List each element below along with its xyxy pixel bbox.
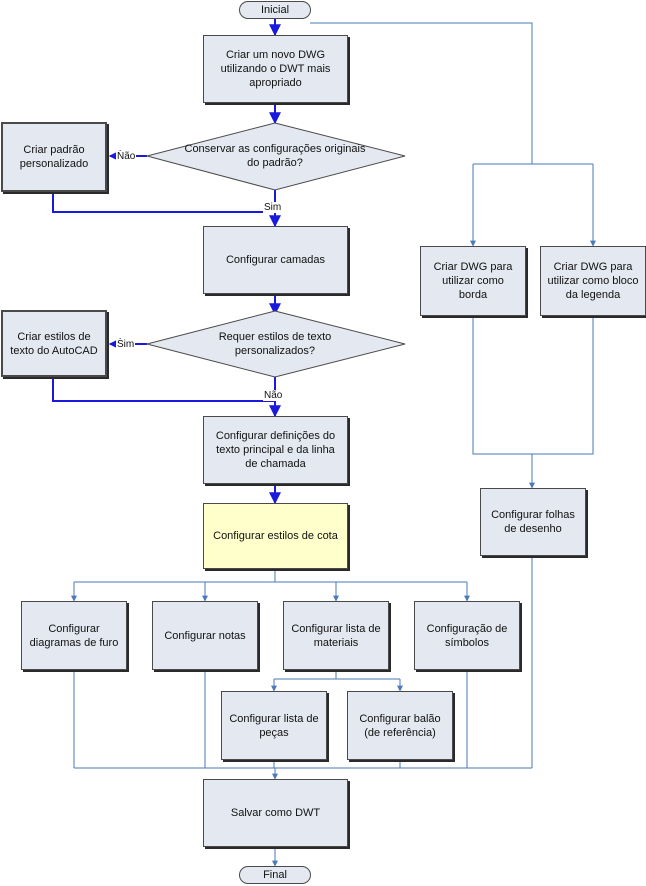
- decision-custom-text-diamond: [146, 310, 406, 378]
- end-terminal-label: Final: [263, 869, 287, 881]
- autocad-text-styles-box: Criar estilos de texto do AutoCAD: [1, 310, 107, 377]
- border-dwg-label: Criar DWG para utilizar como borda: [433, 261, 513, 301]
- edge-label-yes-2: Sim: [116, 339, 136, 350]
- custom-standard-label: Criar padrão personalizado: [19, 144, 89, 170]
- config-layers-box: Configurar camadas: [203, 226, 348, 294]
- title-block-dwg-label: Criar DWG para utilizar como bloco da le…: [547, 261, 639, 301]
- end-terminal: Final: [239, 866, 311, 884]
- autocad-text-styles-label: Criar estilos de texto do AutoCAD: [10, 330, 98, 357]
- drawing-sheets-box: Configurar folhas de desenho: [480, 488, 586, 556]
- notes-label: Configurar notas: [164, 629, 246, 642]
- edge-label-no-1: Não: [116, 151, 137, 162]
- config-layers-label: Configurar camadas: [225, 254, 326, 266]
- parts-list-box: Configurar lista de peças: [221, 691, 327, 760]
- dim-styles-label: Configurar estilos de cota: [213, 530, 338, 542]
- dim-styles-box: Configurar estilos de cota: [203, 503, 348, 569]
- start-terminal: Inicial: [239, 1, 311, 19]
- decision-keep-settings-diamond: [145, 122, 406, 191]
- save-dwt-box: Salvar como DWT: [203, 779, 348, 847]
- bom-box: Configurar lista de materiais: [283, 601, 389, 670]
- title-block-dwg-box: Criar DWG para utilizar como bloco da le…: [540, 246, 646, 316]
- drawing-sheets-label: Configurar folhas de desenho: [491, 509, 575, 535]
- hole-charts-label: Configurar diagramas de furo: [29, 622, 119, 649]
- save-dwt-label: Salvar como DWT: [230, 807, 321, 819]
- parts-list-label: Configurar lista de peças: [229, 712, 319, 739]
- create-dwg-box: Criar um novo DWG utilizando o DWT mais …: [203, 35, 348, 103]
- hole-charts-box: Configurar diagramas de furo: [21, 601, 127, 670]
- bom-label: Configurar lista de materiais: [291, 622, 381, 649]
- balloon-label: Configurar balão (de referência): [359, 712, 441, 739]
- symbols-label: Configuração de símbolos: [426, 622, 508, 649]
- text-leader-defs-box: Configurar definições do texto principal…: [203, 416, 348, 484]
- custom-standard-box: Criar padrão personalizado: [1, 122, 107, 192]
- start-terminal-label: Inicial: [260, 4, 290, 16]
- edge-label-yes-1: Sim: [263, 202, 283, 213]
- balloon-box: Configurar balão (de referência): [347, 691, 453, 760]
- create-dwg-label: Criar um novo DWG utilizando o DWT mais …: [220, 49, 331, 89]
- border-dwg-box: Criar DWG para utilizar como borda: [420, 246, 526, 316]
- symbols-box: Configuração de símbolos: [414, 601, 520, 670]
- edge-label-no-2: Não: [263, 390, 284, 401]
- custom-text-styles-question: Requer estilos de texto personalizados?: [218, 331, 332, 357]
- text-leader-defs-label: Configurar definições do texto principal…: [215, 430, 336, 470]
- keep-settings-question: Conservar as configurações originais do …: [184, 143, 366, 169]
- secondary-flow-lines: [71, 22, 596, 867]
- notes-box: Configurar notas: [152, 601, 258, 670]
